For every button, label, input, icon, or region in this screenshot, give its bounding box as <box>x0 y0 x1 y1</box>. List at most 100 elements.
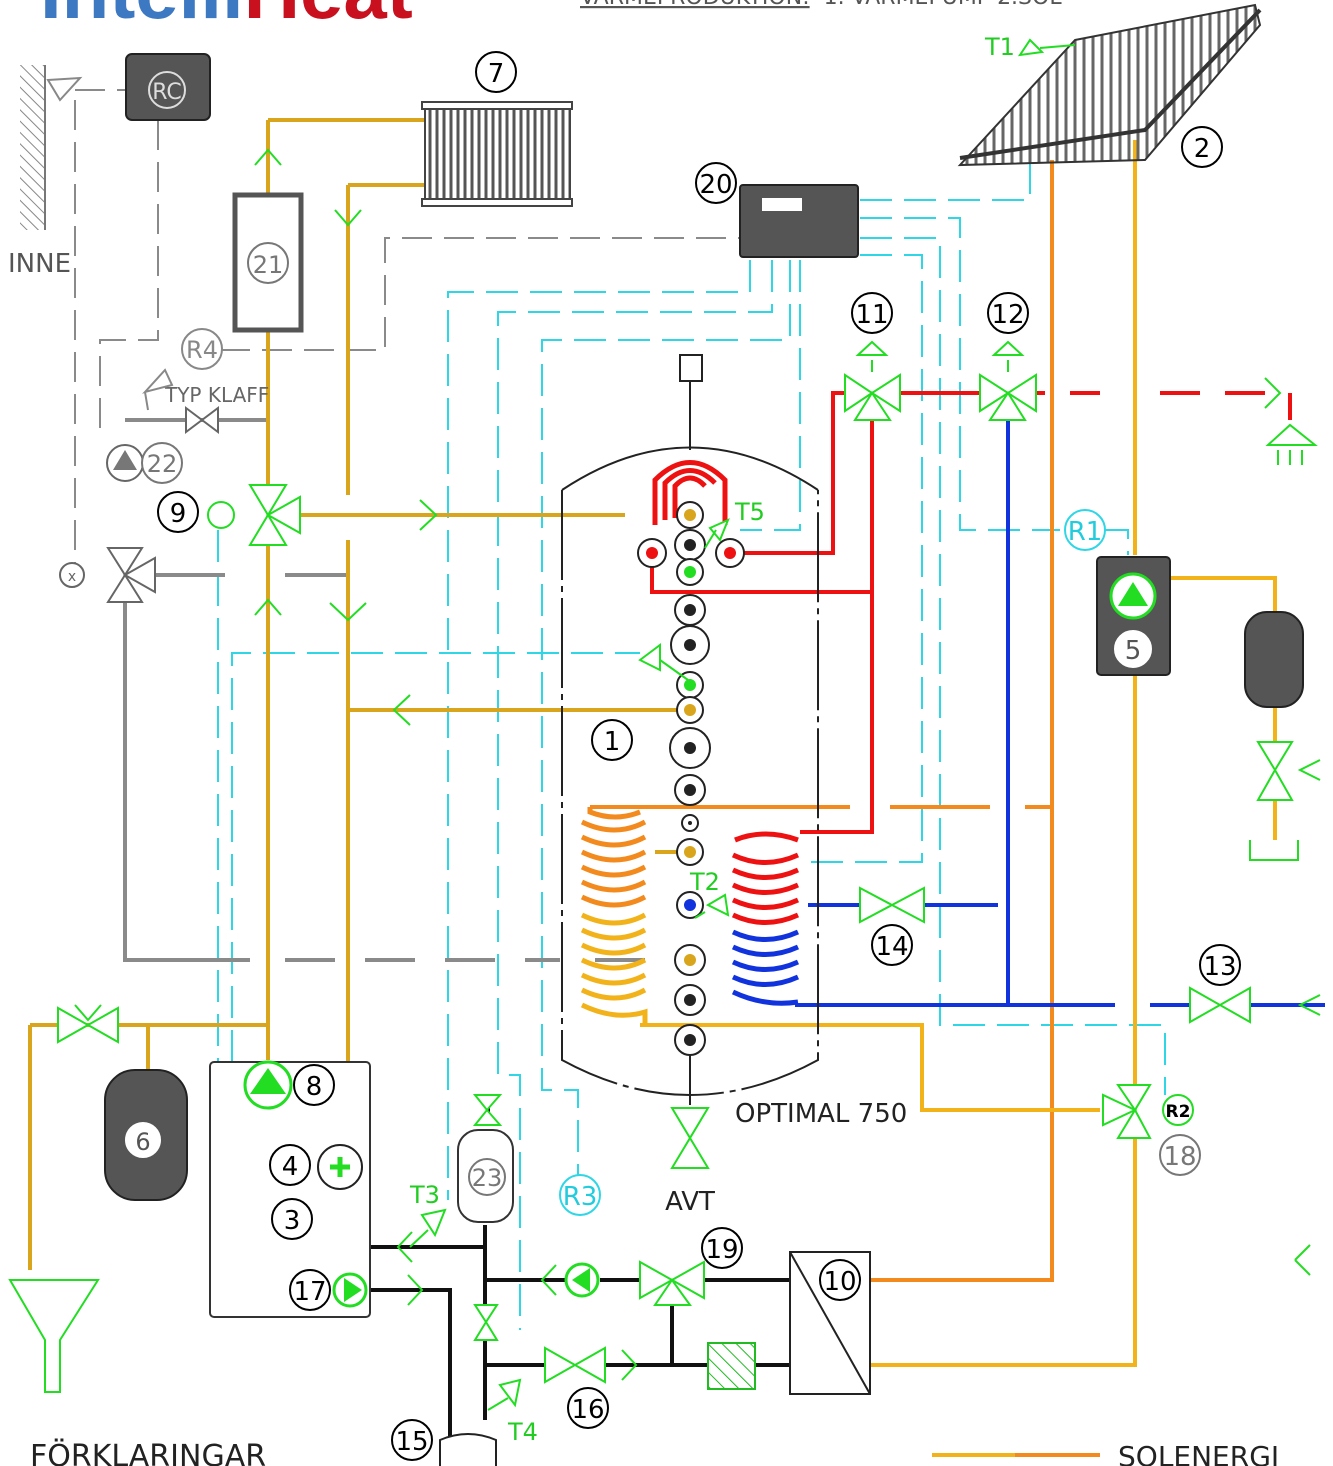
sensor-t2-icon <box>694 893 730 919</box>
catch-container-icon <box>1249 840 1299 861</box>
svg-text:R3: R3 <box>563 1182 598 1212</box>
expansion-vessel-solar[interactable] <box>1244 611 1304 708</box>
pump-22[interactable]: 22 <box>106 442 183 484</box>
room-control-wiring <box>74 89 740 575</box>
shower-icon <box>1265 423 1318 465</box>
label-9: 9 <box>170 499 187 529</box>
valve-13[interactable] <box>1189 986 1251 1024</box>
label-11: 11 <box>855 300 888 330</box>
heating-pipes <box>28 118 690 1270</box>
vessel-23[interactable]: 23 <box>457 1129 514 1223</box>
label-15: 15 <box>395 1427 428 1457</box>
controller-wiring <box>217 160 1166 1330</box>
coil-cold-water <box>731 929 800 1006</box>
mixing-valve-19[interactable] <box>639 1260 705 1306</box>
coil-hot-water <box>731 831 800 925</box>
label-4: 4 <box>282 1152 299 1182</box>
controller-r1[interactable]: R1 <box>1064 509 1106 551</box>
solar-collector[interactable] <box>957 3 1262 167</box>
label-7: 7 <box>488 59 505 89</box>
label-12: 12 <box>991 300 1024 330</box>
svg-text:22: 22 <box>147 450 178 478</box>
expansion-vessel-6[interactable]: 6 <box>104 1069 188 1201</box>
flow-arrows <box>74 148 1321 1381</box>
solar-pump-station-5[interactable]: 5 <box>1096 556 1171 676</box>
vent-valve-23[interactable] <box>472 1094 503 1126</box>
fill-valve-solar[interactable] <box>1256 741 1294 801</box>
drain-funnel-icon <box>8 1279 100 1393</box>
mixing-valve-18[interactable]: R2 <box>1102 1084 1194 1139</box>
label-optimal: OPTIMAL 750 <box>735 1099 907 1129</box>
controller-r3[interactable]: R3 <box>559 1174 601 1216</box>
label-t3: T3 <box>409 1181 440 1209</box>
klaff-actuator-icon <box>142 368 174 411</box>
legend-title: FÖRKLARINGAR <box>30 1438 266 1466</box>
solar-pipes <box>590 140 1277 1367</box>
header-title: VÄRMEPRODUKTION:1. VÄRMEPUMP 2.SOL <box>580 0 1062 10</box>
label-14: 14 <box>875 932 908 962</box>
svg-text:R4: R4 <box>186 336 218 364</box>
mixing-valve-11[interactable] <box>844 340 901 421</box>
check-valve-15-line[interactable] <box>473 1304 499 1341</box>
label-3: 3 <box>284 1206 301 1236</box>
label-19: 19 <box>705 1235 738 1265</box>
heater-plus-icon <box>317 1144 363 1190</box>
vessel-15[interactable] <box>439 1433 497 1466</box>
label-1: 1 <box>604 727 621 757</box>
label-8: 8 <box>306 1072 323 1102</box>
room-controller-rc[interactable]: RC <box>125 53 211 121</box>
mixing-valve-9[interactable] <box>207 484 301 546</box>
label-18: 18 <box>1163 1142 1196 1172</box>
legend-solenergi: SOLENERGI <box>1118 1440 1279 1466</box>
hot-water-pipes <box>650 391 1292 834</box>
controller-r4[interactable]: R4 <box>181 328 223 370</box>
svg-text:5: 5 <box>1125 636 1142 666</box>
label-16: 16 <box>571 1395 604 1425</box>
label-typ-klaff: TYP KLAFF <box>164 383 269 407</box>
tank-ports <box>637 501 745 1056</box>
label-2: 2 <box>1194 134 1211 164</box>
heat-pump-unit[interactable] <box>209 1061 371 1318</box>
pump-17[interactable] <box>332 1272 368 1308</box>
mixing-valve-12[interactable] <box>979 340 1037 421</box>
valve-14[interactable] <box>859 886 925 924</box>
grey-return-pipe <box>123 418 690 962</box>
valve-16[interactable] <box>544 1346 606 1384</box>
sensor-t3-icon <box>409 1208 447 1248</box>
component-21-box[interactable]: 21 <box>232 192 304 333</box>
label-t4: T4 <box>507 1418 538 1446</box>
safety-valve[interactable] <box>57 1006 119 1044</box>
label-t2: T2 <box>689 868 720 896</box>
svg-text:R1: R1 <box>1068 517 1103 547</box>
check-valve-icon[interactable] <box>185 406 219 434</box>
tank-vent <box>679 354 703 382</box>
label-17: 17 <box>293 1277 326 1307</box>
svg-text:6: 6 <box>135 1128 150 1156</box>
coil-top-hot <box>652 460 728 525</box>
indoor-wall <box>20 65 83 230</box>
coil-solar-upper <box>580 807 647 908</box>
controller-unit-20[interactable] <box>739 184 859 258</box>
svg-text:23: 23 <box>472 1164 503 1192</box>
sensor-t1-icon <box>1017 38 1076 57</box>
label-10: 10 <box>823 1267 856 1297</box>
coil-solar-lower <box>580 912 648 1025</box>
svg-text:x: x <box>68 569 76 585</box>
label-t1: T1 <box>984 33 1015 61</box>
grey-mixing-valve[interactable]: x <box>59 547 156 603</box>
radiator[interactable] <box>421 101 573 207</box>
svg-text:21: 21 <box>253 251 284 279</box>
cold-water-pipes <box>795 420 1325 1007</box>
svg-text:RC: RC <box>152 80 182 105</box>
sensor-t4-icon <box>487 1378 522 1411</box>
sensor-t5-icon <box>704 518 730 549</box>
pump-r3[interactable] <box>564 1262 600 1298</box>
filter[interactable] <box>707 1342 756 1390</box>
label-inne: INNE <box>8 249 71 279</box>
label-avt: AVT <box>665 1187 715 1217</box>
drain-valve[interactable] <box>670 1107 710 1169</box>
pump-8[interactable] <box>243 1060 293 1110</box>
brand-logo: IntelliHeat <box>40 0 413 35</box>
sensor-tank-mid-icon <box>638 643 689 681</box>
